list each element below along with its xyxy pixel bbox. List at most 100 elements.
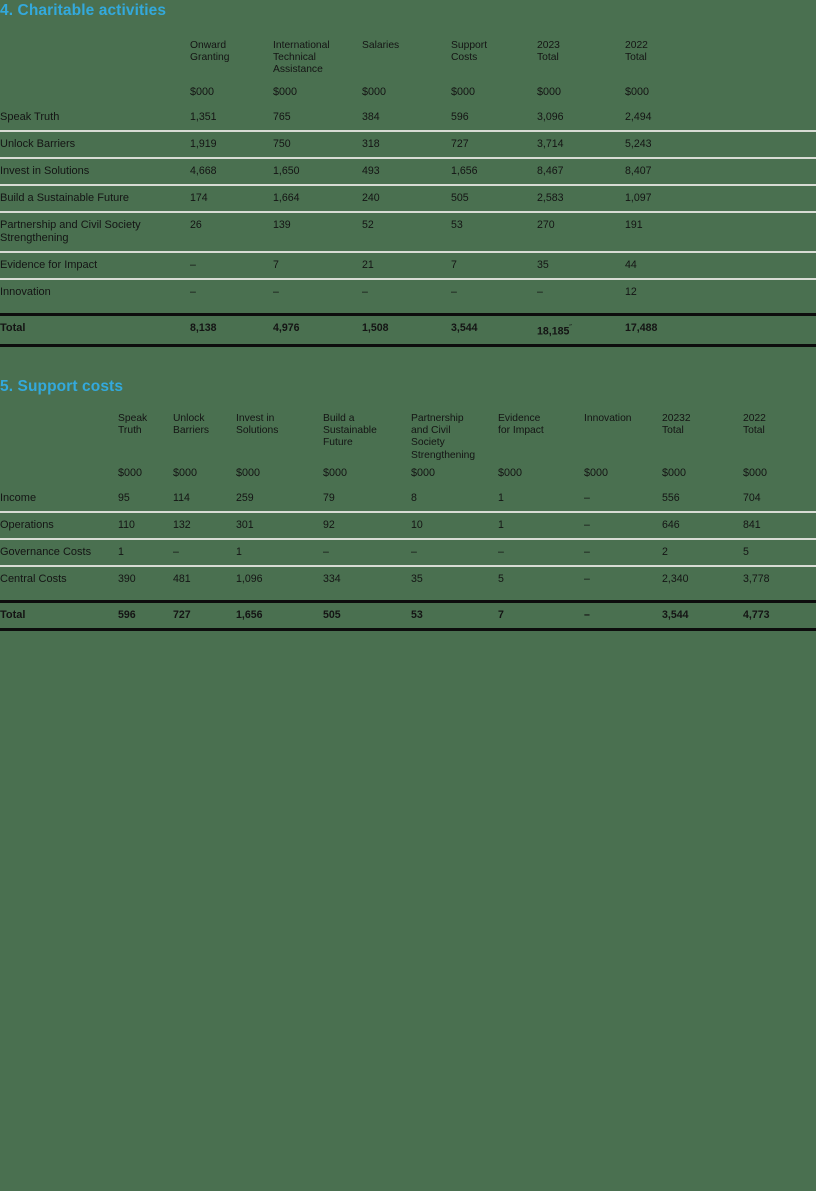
- column-unit: $000: [323, 466, 348, 479]
- row-label: Operations: [0, 518, 54, 531]
- cell-value: 5: [743, 545, 749, 558]
- column-unit: $000: [451, 85, 476, 98]
- cell-value: 646: [662, 518, 680, 531]
- column-header: Salaries: [362, 40, 400, 51]
- cell-value: 1,919: [190, 137, 217, 150]
- row-divider: [0, 183, 816, 186]
- cell-value: 139: [273, 218, 291, 231]
- column-unit: $000: [411, 466, 436, 479]
- column-unit: $000: [584, 466, 609, 479]
- column-header: Speak Truth: [118, 413, 148, 437]
- cell-value: 4,668: [190, 164, 217, 177]
- table-row: Speak Truth 1,351 765 384 596 3,096 2,49…: [0, 111, 816, 124]
- cell-value: 92: [323, 518, 335, 531]
- cell-value: 35: [537, 258, 549, 271]
- cell-value: 1: [498, 491, 504, 504]
- cell-value: 174: [190, 191, 208, 204]
- cell-value: 2,340: [662, 572, 689, 585]
- cell-value: –: [537, 285, 543, 298]
- column-unit: $000: [743, 466, 768, 479]
- cell-value: –: [584, 491, 590, 504]
- cell-value: 2,583: [537, 191, 564, 204]
- cell-value: 95: [118, 491, 130, 504]
- header-gap: [0, 77, 816, 86]
- column-header: Evidence for Impact: [498, 413, 544, 437]
- cell-value: 704: [743, 491, 761, 504]
- cell-value: 596: [451, 110, 469, 123]
- row-divider: [0, 210, 816, 213]
- row-label: Innovation: [0, 285, 51, 298]
- table-header-row: Speak Truth Unlock Barriers Invest in So…: [0, 413, 816, 462]
- column-header: 2022 Total: [625, 40, 648, 64]
- column-unit: $000: [273, 85, 298, 98]
- total-value: 4,773: [743, 608, 770, 621]
- cell-value: 10: [411, 518, 423, 531]
- table-row: Invest in Solutions 4,668 1,650 493 1,65…: [0, 165, 816, 178]
- total-value: 596: [118, 608, 136, 621]
- row-label: Partnership and Civil Society Strengthen…: [0, 218, 141, 244]
- row-label: Evidence for Impact: [0, 258, 98, 271]
- row-label: Speak Truth: [0, 110, 60, 123]
- cell-value: 1,664: [273, 191, 300, 204]
- row-divider: [0, 537, 816, 540]
- column-unit: $000: [662, 466, 687, 479]
- cell-value: 21: [362, 258, 374, 271]
- cell-value: 191: [625, 218, 643, 231]
- cell-value: –: [584, 572, 590, 585]
- total-label: Total: [0, 608, 26, 621]
- row-label: Income: [0, 491, 37, 504]
- total-top-rule: [0, 312, 816, 316]
- total-value: 1,656: [236, 608, 263, 621]
- cell-value: 3,714: [537, 137, 564, 150]
- cell-value: 556: [662, 491, 680, 504]
- column-header: International Technical Assistance: [273, 40, 330, 76]
- total-bottom-rule: [0, 344, 816, 348]
- row-divider: [0, 156, 816, 159]
- unit-spacer: [0, 86, 190, 98]
- row-label: Unlock Barriers: [0, 137, 76, 150]
- cell-value: 114: [173, 491, 190, 504]
- column-header: Unlock Barriers: [173, 413, 210, 437]
- total-value: 53: [411, 608, 423, 621]
- table-row: Evidence for Impact – 7 21 7 35 44: [0, 259, 816, 272]
- cell-value: 240: [362, 191, 380, 204]
- cell-value: 110: [118, 518, 135, 531]
- column-unit: $000: [537, 85, 562, 98]
- cell-value: 8: [411, 491, 417, 504]
- column-header: Innovation: [584, 413, 632, 424]
- column-header: 2022 Total: [743, 413, 766, 437]
- cell-value: –: [451, 285, 457, 298]
- header-spacer: [0, 40, 190, 77]
- cell-value: 7: [451, 258, 457, 271]
- table-unit-row: $000 $000 $000 $000 $000 $000: [0, 86, 816, 98]
- row-divider: [0, 510, 816, 513]
- table-row: Income 95 114 259 79 8 1 – 556 704: [0, 492, 816, 505]
- cell-value: 35: [411, 572, 423, 585]
- cell-value: 2: [662, 545, 668, 558]
- cell-value: –: [273, 285, 279, 298]
- table-total-row: Total 596 727 1,656 505 53 7 – 3,544 4,7…: [0, 609, 816, 622]
- table-row: Central Costs 390 481 1,096 334 35 5 – 2…: [0, 573, 816, 586]
- header-spacer: [0, 413, 118, 462]
- cell-value: 2,494: [625, 110, 652, 123]
- unit-spacer: [0, 467, 118, 479]
- total-value: 7: [498, 608, 504, 621]
- cell-value: 26: [190, 218, 202, 231]
- column-header: Partnership and Civil Society Strengthen…: [411, 413, 476, 461]
- cell-value: 727: [451, 137, 469, 150]
- cell-value: 481: [173, 572, 191, 585]
- column-unit: $000: [625, 85, 650, 98]
- cell-value: 270: [537, 218, 555, 231]
- row-label: Governance Costs: [0, 545, 92, 558]
- total-value: 17,488: [625, 321, 658, 334]
- column-unit: $000: [173, 466, 198, 479]
- cell-value: 493: [362, 164, 380, 177]
- cell-value: 5: [498, 572, 504, 585]
- cell-value: 765: [273, 110, 291, 123]
- cell-value: 3,096: [537, 110, 564, 123]
- row-padding: [0, 586, 816, 600]
- table-row: Innovation – – – – – 12: [0, 286, 816, 299]
- total-value: 1,508: [362, 321, 389, 334]
- cell-value: 750: [273, 137, 291, 150]
- total-value: –: [584, 608, 590, 621]
